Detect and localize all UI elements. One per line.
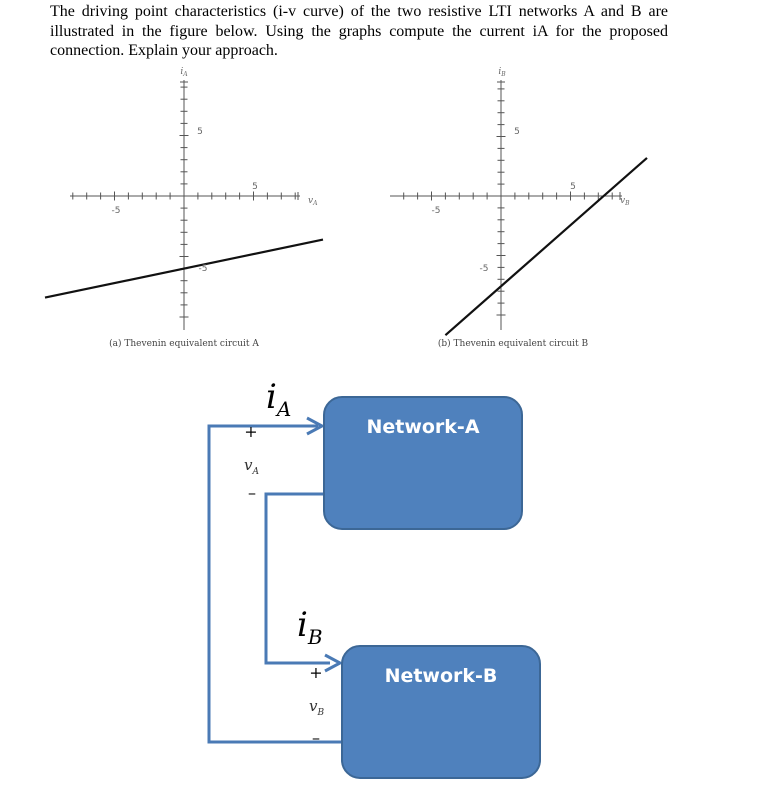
- graph-a-xtick-neg: -5: [112, 206, 121, 216]
- wire-outer-loop: [207, 424, 343, 744]
- graph-a-iv-line: [44, 238, 324, 299]
- graph-b-ylabel-sub: B: [500, 71, 506, 78]
- graph-a-series: [44, 238, 324, 299]
- network-a-label: Network-A: [366, 416, 479, 438]
- graph-b-xlabel: vB: [620, 196, 630, 207]
- graph-b-ytick-neg: -5: [480, 264, 489, 274]
- graph-a-xtick-pos: 5: [252, 182, 258, 192]
- voltage-a-subscript: A: [251, 467, 259, 477]
- voltage-a-plus: +: [244, 422, 257, 441]
- graph-b-axes: [390, 80, 622, 330]
- question-text: The driving point characteristics (i-v c…: [50, 3, 668, 59]
- graph-b-ylabel-symbol: i: [498, 67, 501, 77]
- graph-b-series: [444, 157, 648, 337]
- graph-b: iB vB -5 5 5 -5 (b) Thevenin equivalent …: [390, 67, 648, 349]
- current-b-subscript: B: [307, 625, 323, 649]
- graph-a: iA vA -5 5 5 -5 (a) Thevenin equivalent …: [44, 67, 324, 349]
- arrow-a-head: [306, 416, 326, 436]
- voltage-b-subscript: B: [316, 708, 324, 718]
- graph-a-ylabel-symbol: i: [180, 67, 183, 77]
- graph-a-xlabel: vA: [308, 196, 318, 207]
- graph-b-xlabel-symbol: v: [620, 196, 625, 206]
- current-a-label: iA: [266, 377, 291, 421]
- voltage-b-label: vB: [309, 697, 324, 718]
- graph-b-xtick-neg: -5: [432, 206, 441, 216]
- graph-b-iv-line: [444, 157, 648, 337]
- graph-b-xlabel-sub: B: [624, 200, 630, 207]
- voltage-b-symbol: v: [309, 697, 318, 715]
- graph-a-caption: (a) Thevenin equivalent circuit A: [109, 338, 259, 349]
- wire-inner-loop: [264, 492, 330, 665]
- voltage-b-plus: +: [309, 663, 322, 682]
- network-b-label: Network-B: [385, 665, 498, 687]
- graph-a-xlabel-symbol: v: [308, 196, 313, 206]
- graph-a-ytick-pos: 5: [197, 127, 203, 137]
- graph-b-ytick-pos: 5: [514, 127, 520, 137]
- arrow-b-head: [324, 653, 344, 673]
- graph-a-ylabel: iA: [180, 67, 188, 78]
- graph-a-xlabel-sub: A: [312, 200, 318, 207]
- graph-b-ylabel: iB: [498, 67, 506, 78]
- graph-b-caption: (b) Thevenin equivalent circuit B: [438, 338, 589, 349]
- graph-a-ylabel-sub: A: [182, 71, 188, 78]
- network-a-box: [323, 396, 523, 530]
- current-a-subscript: A: [275, 397, 291, 421]
- voltage-a-symbol: v: [244, 456, 253, 474]
- network-b-box: [341, 645, 541, 779]
- voltage-a-label: vA: [244, 456, 259, 477]
- current-b-label: iB: [297, 605, 323, 649]
- graph-a-axes: [70, 80, 300, 330]
- voltage-b-minus: –: [312, 728, 320, 747]
- current-b-symbol: i: [297, 605, 308, 645]
- graph-a-ytick-neg: -5: [199, 264, 208, 274]
- graph-b-xtick-pos: 5: [570, 182, 576, 192]
- voltage-a-minus: –: [248, 483, 256, 502]
- circuit-diagram: Network-A Network-B iA iB + vA – + vB –: [207, 377, 541, 779]
- current-a-symbol: i: [266, 377, 277, 417]
